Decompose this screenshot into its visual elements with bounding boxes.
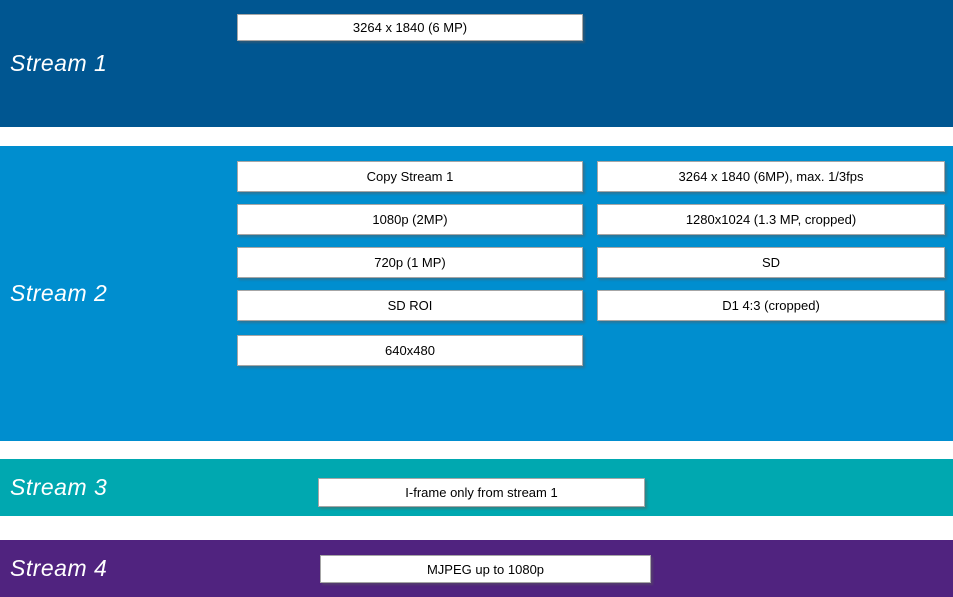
stream4-label: Stream 4: [10, 555, 108, 581]
stream3-iframe-box: I-frame only from stream 1: [318, 478, 645, 507]
stream2-option-sd: SD: [597, 247, 945, 278]
stream4-band: Stream 4 MJPEG up to 1080p: [0, 540, 953, 597]
stream2-option-1280x1024: 1280x1024 (1.3 MP, cropped): [597, 204, 945, 235]
stream2-option-sd-roi: SD ROI: [237, 290, 583, 321]
stream4-mjpeg-box: MJPEG up to 1080p: [320, 555, 651, 583]
stream3-label: Stream 3: [10, 474, 108, 500]
stream2-option-6mp-max-fps: 3264 x 1840 (6MP), max. 1/3fps: [597, 161, 945, 192]
stream2-label: Stream 2: [10, 280, 108, 306]
stream2-option-720p: 720p (1 MP): [237, 247, 583, 278]
stream2-option-640x480: 640x480: [237, 335, 583, 366]
stream1-resolution-box: 3264 x 1840 (6 MP): [237, 14, 583, 41]
stream2-option-copy-stream1: Copy Stream 1: [237, 161, 583, 192]
stream2-option-d1-cropped: D1 4:3 (cropped): [597, 290, 945, 321]
stream2-band: Stream 2 Copy Stream 1 1080p (2MP) 720p …: [0, 146, 953, 441]
stream1-label: Stream 1: [10, 50, 108, 76]
stream3-band: Stream 3 I-frame only from stream 1: [0, 459, 953, 516]
stream2-option-1080p: 1080p (2MP): [237, 204, 583, 235]
stream1-band: Stream 1 3264 x 1840 (6 MP): [0, 0, 953, 127]
